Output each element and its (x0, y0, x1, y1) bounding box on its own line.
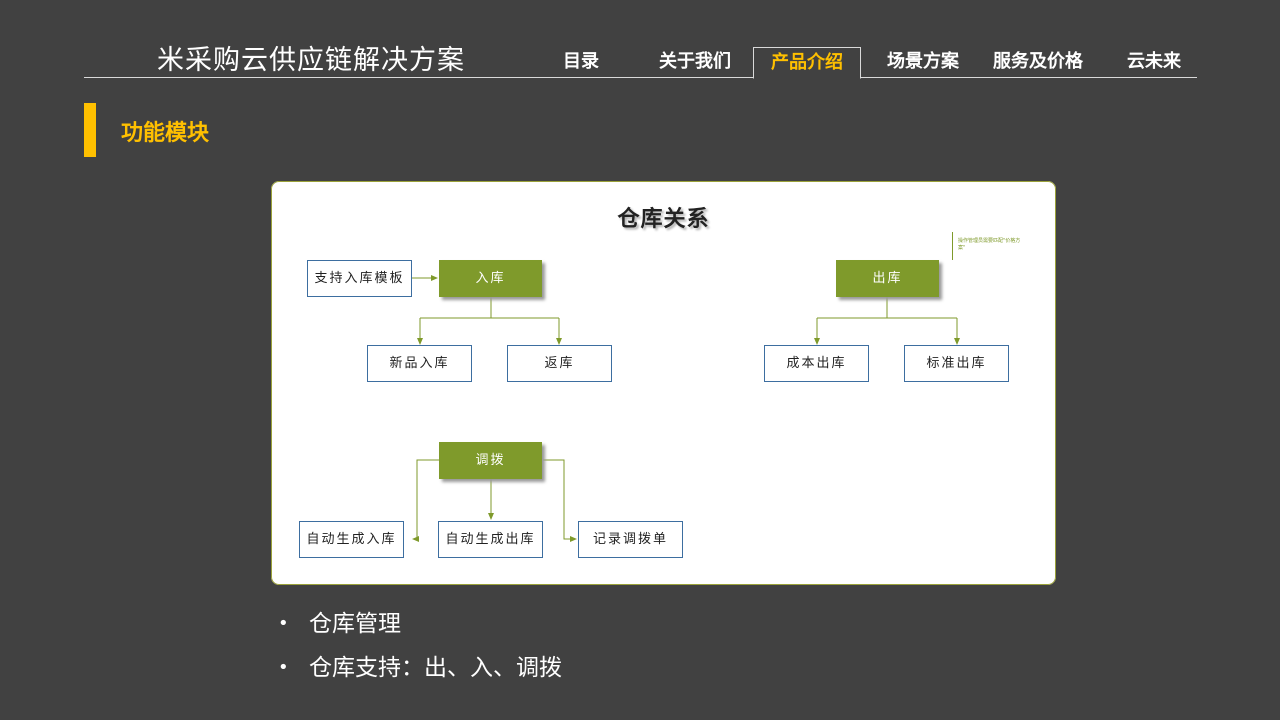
node-transfer-record[interactable]: 记录调拨单 (578, 521, 683, 558)
node-transfer-auto-outbound[interactable]: 自动生成出库 (438, 521, 543, 558)
section-accent-bar (84, 103, 96, 157)
node-inbound-new-product[interactable]: 新品入库 (367, 345, 472, 382)
diagram-title: 仓库关系 (617, 207, 710, 232)
diagram-card: 仓库关系 操作管理员需要匹配"价格方案" 支持入库模板 入库 新品入库 返库 出… (271, 181, 1056, 585)
node-inbound-return[interactable]: 返库 (507, 345, 612, 382)
node-inbound-template[interactable]: 支持入库模板 (307, 260, 412, 297)
node-inbound[interactable]: 入库 (439, 260, 542, 297)
node-outbound[interactable]: 出库 (836, 260, 939, 297)
bullet-item: • 仓库管理 (278, 604, 562, 648)
bullet-dot: • (278, 657, 289, 678)
nav-tab-scenarios[interactable]: 场景方案 (887, 51, 959, 72)
node-outbound-cost[interactable]: 成本出库 (764, 345, 869, 382)
diagram-note: 操作管理员需要匹配"价格方案" (952, 232, 1022, 260)
bullet-text: 仓库支持：出、入、调拨 (309, 655, 562, 681)
nav-tab-products[interactable]: 产品介绍 (753, 47, 861, 79)
connector-transfer-right (543, 459, 577, 542)
node-transfer[interactable]: 调拨 (439, 442, 542, 479)
nav-tab-about[interactable]: 关于我们 (659, 51, 731, 72)
app-title: 米采购云供应链解决方案 (157, 45, 465, 76)
diagram-connectors (412, 275, 960, 542)
node-transfer-auto-inbound[interactable]: 自动生成入库 (299, 521, 404, 558)
bullet-dot: • (278, 613, 289, 634)
section-title: 功能模块 (121, 121, 210, 146)
nav-tab-catalog[interactable]: 目录 (563, 51, 599, 72)
connector-transfer-left (412, 459, 439, 542)
bullet-item: • 仓库支持：出、入、调拨 (278, 648, 562, 692)
header-divider (84, 77, 1197, 78)
bullet-list: • 仓库管理 • 仓库支持：出、入、调拨 (278, 604, 562, 692)
node-outbound-standard[interactable]: 标准出库 (904, 345, 1009, 382)
nav-tab-pricing[interactable]: 服务及价格 (993, 51, 1083, 72)
bullet-text: 仓库管理 (309, 611, 401, 637)
nav-tab-future[interactable]: 云未来 (1127, 51, 1181, 72)
